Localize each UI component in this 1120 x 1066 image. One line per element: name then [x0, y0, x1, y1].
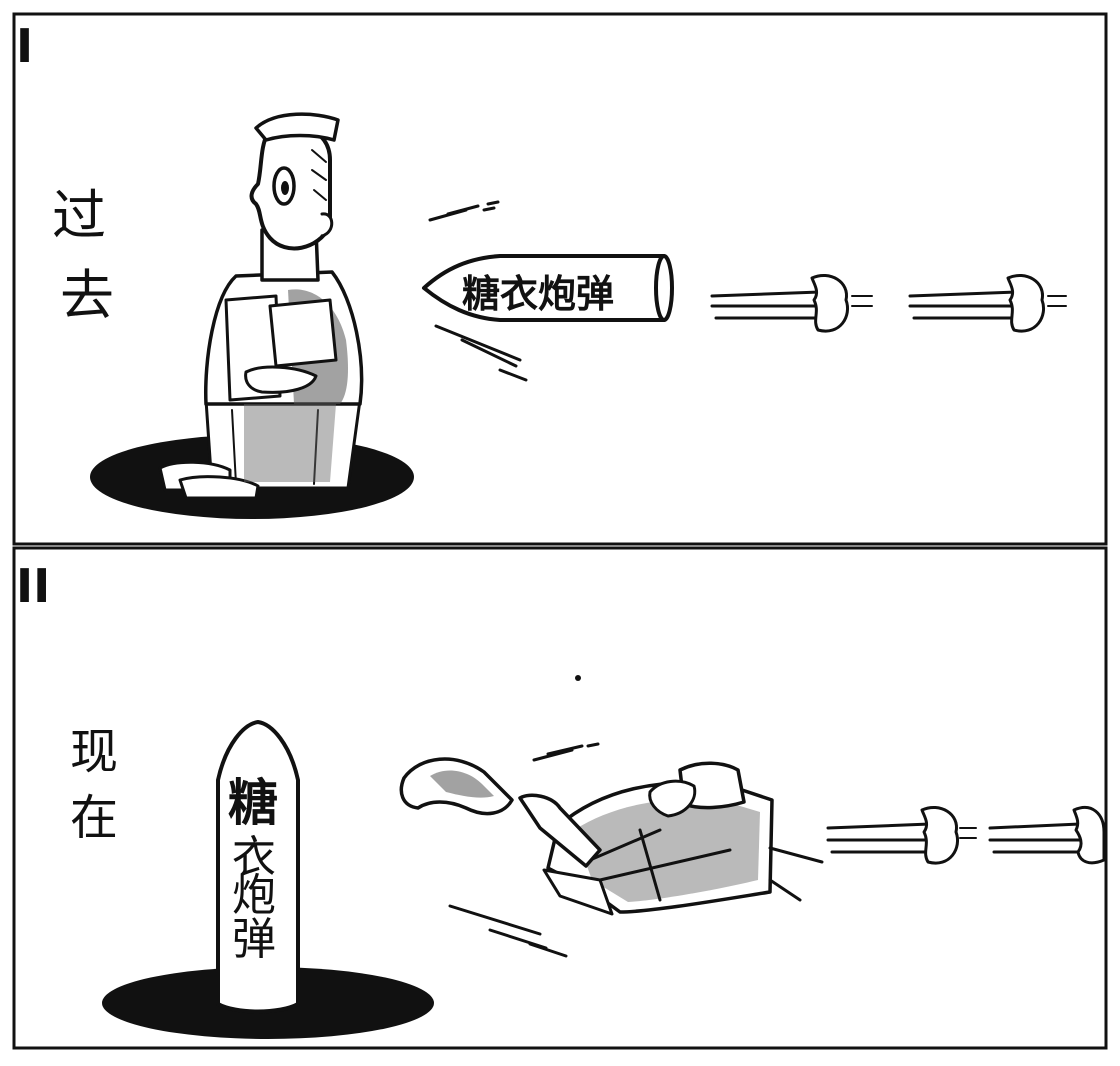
- panel-past-caption-char-2: 去: [60, 264, 114, 327]
- shell-label-horizontal: 糖衣炮弹: [462, 272, 614, 316]
- shell-label-upright-char-4: 弹: [232, 914, 276, 965]
- speed-puff-3: [826, 806, 977, 865]
- speed-puff-4: [988, 806, 1106, 865]
- panel-present-dot: [575, 675, 581, 681]
- shell-label-upright-char-1: 糖: [228, 774, 278, 832]
- panel-present-caption-char-1: 现: [70, 724, 118, 780]
- panel-present-frame: [12, 546, 1108, 1050]
- speed-lines-lower: [434, 324, 528, 382]
- speed-puff-2: [908, 274, 1067, 333]
- panel-past: I 过 去: [12, 12, 1108, 546]
- shell-label-upright-char-2: 衣: [232, 832, 276, 883]
- shell-label-upright-char-3: 炮: [232, 870, 276, 921]
- speed-puff-1: [710, 274, 873, 333]
- speed-lines-present-lower: [448, 904, 568, 958]
- speed-lines-present-upper: [532, 742, 600, 762]
- speed-lines-upper: [428, 200, 500, 222]
- panel-present: II 现 在 糖 衣 炮 弹: [12, 546, 1108, 1050]
- standing-man-figure: [158, 112, 364, 500]
- sugar-coated-shell-horizontal: 糖衣炮弹: [422, 254, 674, 322]
- panel-present-marker: II: [16, 559, 50, 613]
- flying-man-figure: [399, 757, 824, 916]
- panel-present-caption-char-2: 在: [70, 790, 118, 846]
- panel-past-caption-char-1: 过: [52, 184, 106, 247]
- panel-past-marker: I: [16, 19, 33, 73]
- sugar-coated-shell-upright: 糖 衣 炮 弹: [216, 720, 300, 1014]
